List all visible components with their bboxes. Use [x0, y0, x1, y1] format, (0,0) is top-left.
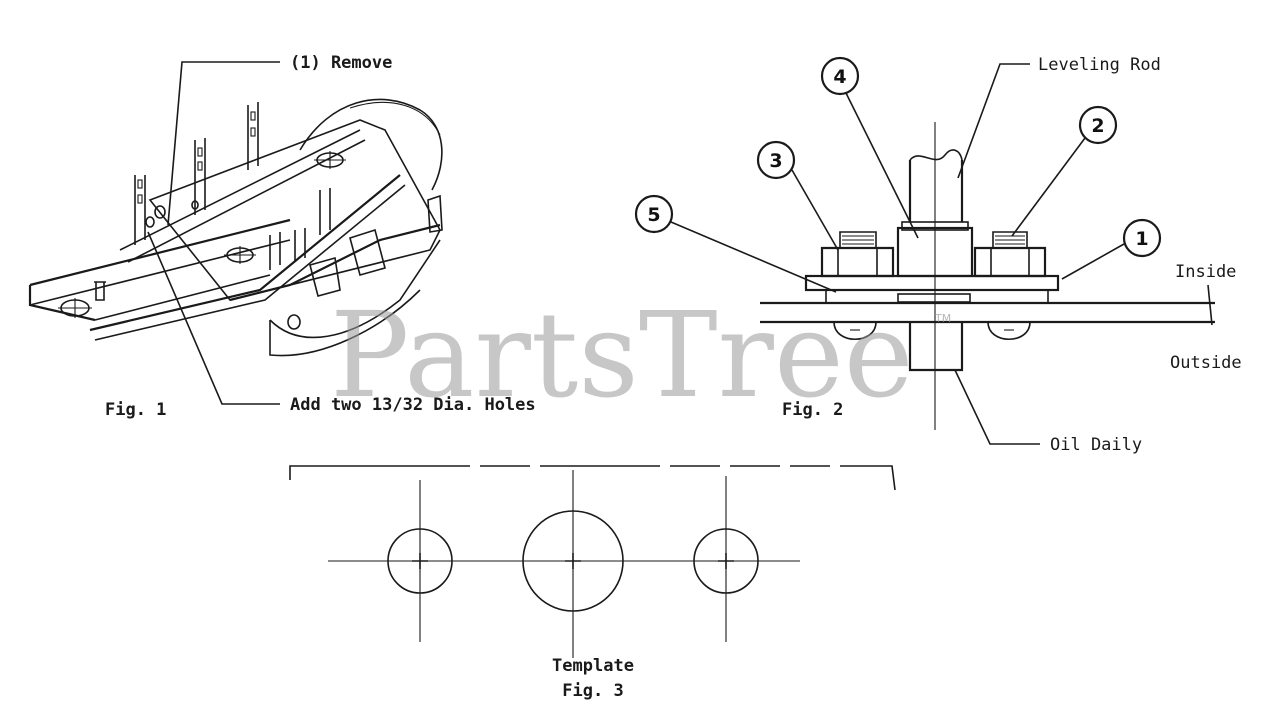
callout-5: 5 — [634, 194, 837, 293]
svg-text:1: 1 — [1135, 228, 1148, 250]
fig2-assembly-drawing — [760, 122, 1215, 430]
template-hole-left — [387, 528, 453, 594]
label-oil-daily: Oil Daily — [1050, 435, 1142, 455]
fig1-caption: Fig. 1 — [105, 400, 166, 420]
fig3-template-caption: Template — [552, 656, 634, 676]
callout-3: 3 — [756, 140, 839, 251]
label-outside: Outside — [1170, 353, 1242, 373]
watermark-tm: TM — [934, 312, 951, 325]
leader-remove — [167, 61, 280, 226]
leader-holes — [147, 231, 280, 405]
fig3-template-drawing — [289, 465, 896, 658]
svg-text:3: 3 — [769, 150, 782, 172]
callout-holes: Add two 13/32 Dia. Holes — [290, 395, 536, 415]
leader-oil-daily — [954, 369, 1040, 445]
callout-remove: (1) Remove — [290, 53, 392, 73]
svg-text:2: 2 — [1091, 115, 1104, 137]
svg-text:5: 5 — [647, 204, 660, 226]
fig2-caption: Fig. 2 — [782, 400, 843, 420]
leader-leveling-rod — [957, 63, 1030, 179]
label-inside: Inside — [1175, 262, 1236, 282]
watermark-logo: PartsTree — [330, 286, 914, 424]
template-hole-center — [522, 510, 624, 612]
fig3-caption: Fig. 3 — [562, 681, 623, 701]
svg-text:4: 4 — [833, 66, 846, 88]
callout-2: 2 — [1011, 105, 1118, 237]
callout-4: 4 — [820, 56, 919, 239]
fig1-deck-drawing — [28, 98, 443, 357]
callout-1: 1 — [1061, 218, 1162, 280]
template-hole-right — [693, 528, 759, 594]
label-leveling-rod: Leveling Rod — [1038, 55, 1161, 75]
